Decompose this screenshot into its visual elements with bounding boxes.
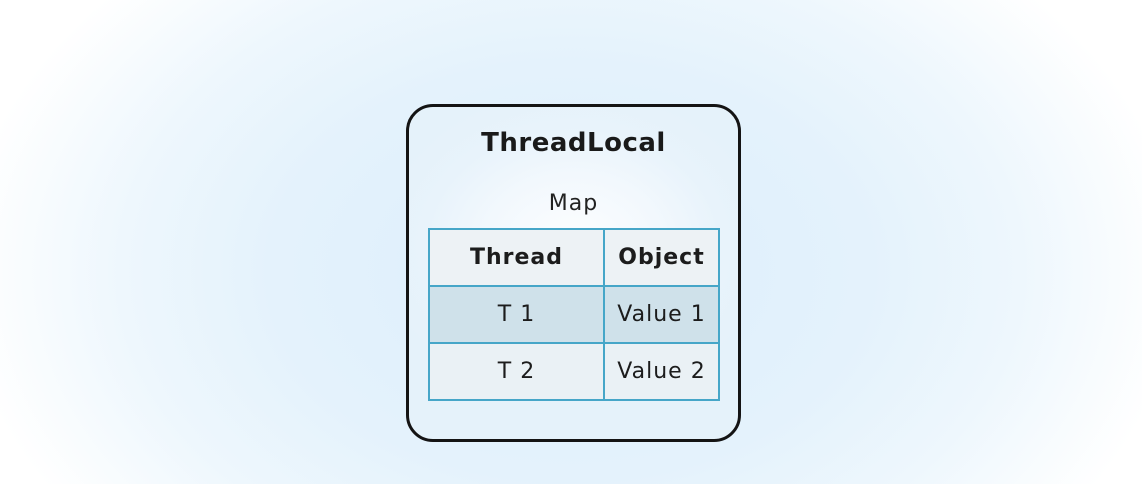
table-cell-thread-2: T 2	[428, 342, 605, 401]
map-label: Map	[548, 191, 599, 216]
table-row: T 1 Value 1	[428, 285, 720, 344]
table-cell-thread-1: T 1	[428, 285, 605, 344]
table-header-object: Object	[603, 228, 720, 287]
map-table: Thread Object T 1 Value 1 T 2 Value 2	[428, 228, 720, 401]
table-cell-value-2: Value 2	[603, 342, 720, 401]
table-header-row: Thread Object	[428, 228, 720, 287]
table-row: T 2 Value 2	[428, 342, 720, 401]
box-title: ThreadLocal	[481, 128, 666, 158]
threadlocal-box: ThreadLocal Map Thread Object T 1 Value …	[406, 104, 741, 442]
table-cell-value-1: Value 1	[603, 285, 720, 344]
table-header-thread: Thread	[428, 228, 605, 287]
